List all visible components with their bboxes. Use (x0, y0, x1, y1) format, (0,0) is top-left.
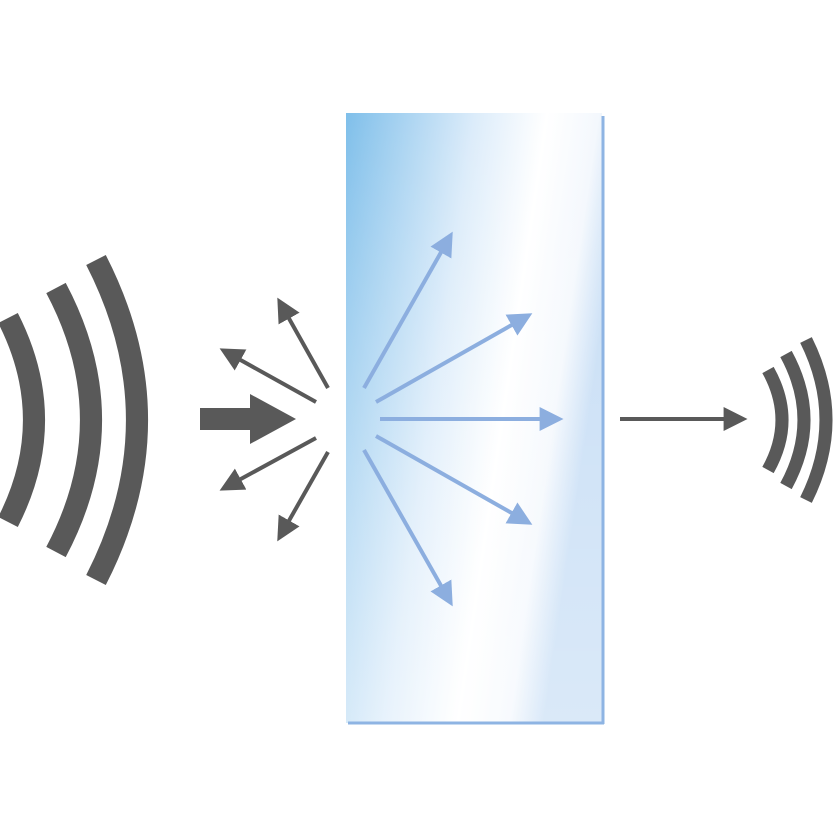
incoming-sound-waves (0, 254, 148, 586)
sound-wave-arc-3 (86, 254, 148, 586)
outgoing-sound-waves (762, 337, 833, 503)
reflected-arrow-4 (277, 451, 330, 542)
outgoing-wave-arc-2 (780, 350, 811, 490)
scatter-arrow-1 (362, 231, 453, 389)
outgoing-wave-arc-3 (800, 337, 833, 503)
sound-wave-arc-2 (46, 282, 102, 558)
scatter-arrow-4 (375, 434, 533, 525)
scatter-arrow-2 (375, 313, 533, 404)
outgoing-wave-arc-1 (762, 366, 789, 474)
reflected-arrow-1 (277, 297, 330, 389)
reflected-arrow-3 (219, 436, 317, 491)
reflected-arrow-2 (219, 348, 317, 404)
internal-scatter-arrows (362, 231, 564, 607)
incident-arrow (200, 394, 296, 444)
sound-wave-arc-1 (0, 313, 45, 527)
reflected-arrows (219, 297, 330, 542)
scatter-arrow-5 (362, 449, 453, 607)
